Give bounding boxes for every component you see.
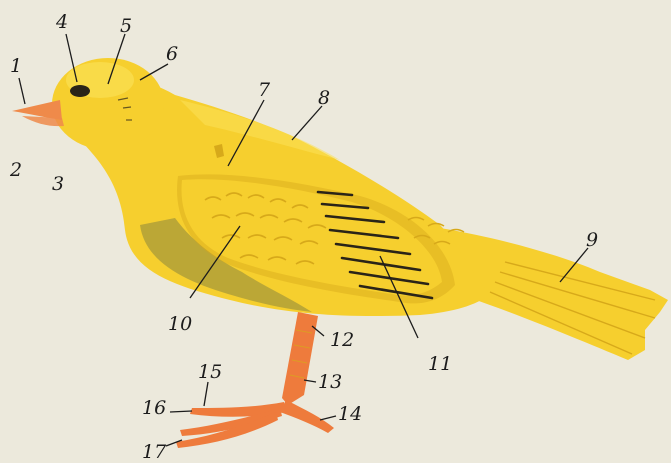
eye — [70, 85, 90, 97]
label-12: 12 — [330, 329, 354, 351]
label-5: 5 — [120, 15, 132, 37]
label-15: 15 — [198, 361, 222, 383]
label-14: 14 — [338, 403, 362, 425]
label-6: 6 — [166, 43, 178, 65]
label-10: 10 — [168, 313, 192, 335]
label-2: 2 — [9, 159, 22, 181]
label-17: 17 — [142, 441, 167, 463]
label-4: 4 — [55, 11, 68, 33]
label-7: 7 — [258, 79, 271, 101]
label-8: 8 — [318, 87, 330, 109]
label-3: 3 — [52, 173, 64, 195]
label-11: 11 — [428, 353, 452, 375]
label-9: 9 — [586, 229, 598, 251]
label-1: 1 — [10, 55, 22, 77]
label-16: 16 — [142, 397, 166, 419]
label-13: 13 — [318, 371, 342, 393]
